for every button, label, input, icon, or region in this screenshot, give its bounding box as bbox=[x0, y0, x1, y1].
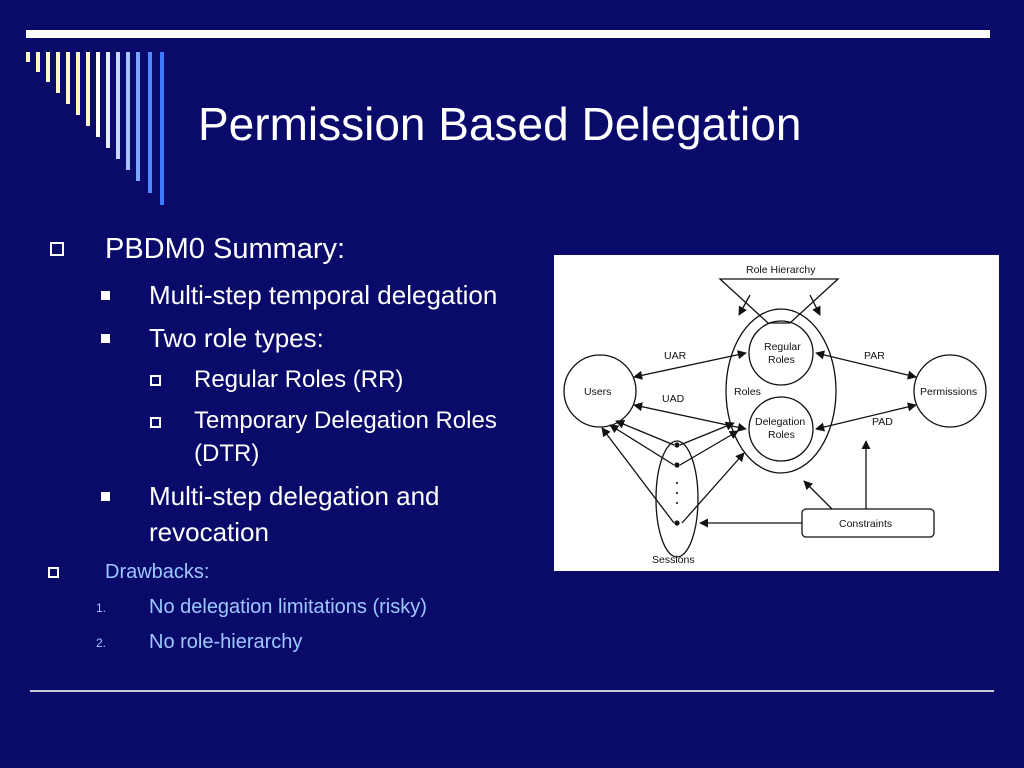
uar-label: UAR bbox=[664, 350, 687, 362]
regular-roles-label: Regular bbox=[764, 341, 801, 353]
level3-item-continuation: (DTR) bbox=[194, 440, 260, 467]
users-circle bbox=[563, 354, 637, 428]
drawback-item: No role-hierarchy bbox=[149, 631, 303, 653]
session-dot bbox=[676, 482, 678, 484]
uad-label: UAD bbox=[662, 393, 685, 405]
hollow-square-bullet-icon bbox=[150, 375, 161, 386]
permissions-label: Permissions bbox=[920, 386, 977, 398]
level2-item: Multi-step delegation and bbox=[149, 481, 440, 511]
delegation-roles-label: Delegation bbox=[755, 416, 805, 428]
role-hierarchy-label: Role Hierarchy bbox=[746, 264, 816, 276]
session-roles-arrow bbox=[681, 452, 745, 524]
top-rule bbox=[26, 30, 990, 38]
pad-arrow bbox=[815, 402, 917, 432]
list-number: 1. bbox=[96, 601, 107, 615]
session-users-arrow bbox=[609, 424, 675, 466]
roles-ellipse bbox=[725, 308, 837, 474]
delegation-roles-label: Roles bbox=[768, 429, 795, 441]
hollow-square-bullet-icon bbox=[50, 242, 64, 256]
delegation-roles-circle bbox=[748, 396, 814, 462]
users-label: Users bbox=[584, 386, 611, 398]
drawbacks-heading: Drawbacks: bbox=[105, 561, 210, 583]
hierarchy-arrow bbox=[809, 294, 821, 316]
solid-square-bullet-icon bbox=[101, 334, 110, 343]
roles-label: Roles bbox=[734, 386, 761, 398]
level2-item-continuation: revocation bbox=[149, 517, 269, 547]
bottom-rule bbox=[30, 690, 994, 692]
level3-item: Temporary Delegation Roles bbox=[194, 407, 497, 434]
sessions-label: Sessions bbox=[652, 554, 695, 566]
session-users-arrow bbox=[615, 419, 675, 446]
session-dot bbox=[674, 442, 680, 448]
par-arrow bbox=[815, 350, 917, 380]
pad-label: PAD bbox=[872, 416, 893, 428]
session-roles-arrow bbox=[679, 421, 735, 446]
constraints-label: Constraints bbox=[839, 518, 892, 530]
session-dot bbox=[676, 502, 678, 504]
session-dot bbox=[674, 462, 680, 468]
drawback-item: No delegation limitations (risky) bbox=[149, 596, 427, 618]
level2-item: Two role types: bbox=[149, 323, 324, 353]
regular-roles-circle bbox=[748, 320, 814, 386]
level2-item: Multi-step temporal delegation bbox=[149, 280, 498, 310]
par-label: PAR bbox=[864, 350, 885, 362]
list-number: 2. bbox=[96, 636, 107, 650]
hollow-square-bullet-icon bbox=[150, 417, 161, 428]
decorative-stripes bbox=[26, 52, 164, 205]
session-dot bbox=[674, 520, 680, 526]
solid-square-bullet-icon bbox=[101, 291, 110, 300]
session-roles-arrow bbox=[679, 430, 739, 466]
constraints-arrow bbox=[803, 480, 833, 510]
permissions-circle bbox=[913, 354, 987, 428]
uar-arrow bbox=[633, 350, 747, 380]
session-users-arrow bbox=[601, 427, 675, 524]
session-dot bbox=[676, 492, 678, 494]
pbdm0-diagram: Role Hierarchy UAR PAR UAD PAD Users Per… bbox=[554, 255, 999, 571]
hierarchy-arrow bbox=[738, 294, 751, 316]
slide-title: Permission Based Delegation bbox=[198, 98, 802, 150]
level1-heading: PBDM0 Summary: bbox=[105, 233, 346, 265]
solid-square-bullet-icon bbox=[101, 492, 110, 501]
role-hierarchy-funnel bbox=[718, 278, 840, 324]
hollow-square-bullet-icon bbox=[48, 567, 59, 578]
level3-item: Regular Roles (RR) bbox=[194, 366, 404, 393]
regular-roles-label: Roles bbox=[768, 354, 795, 366]
